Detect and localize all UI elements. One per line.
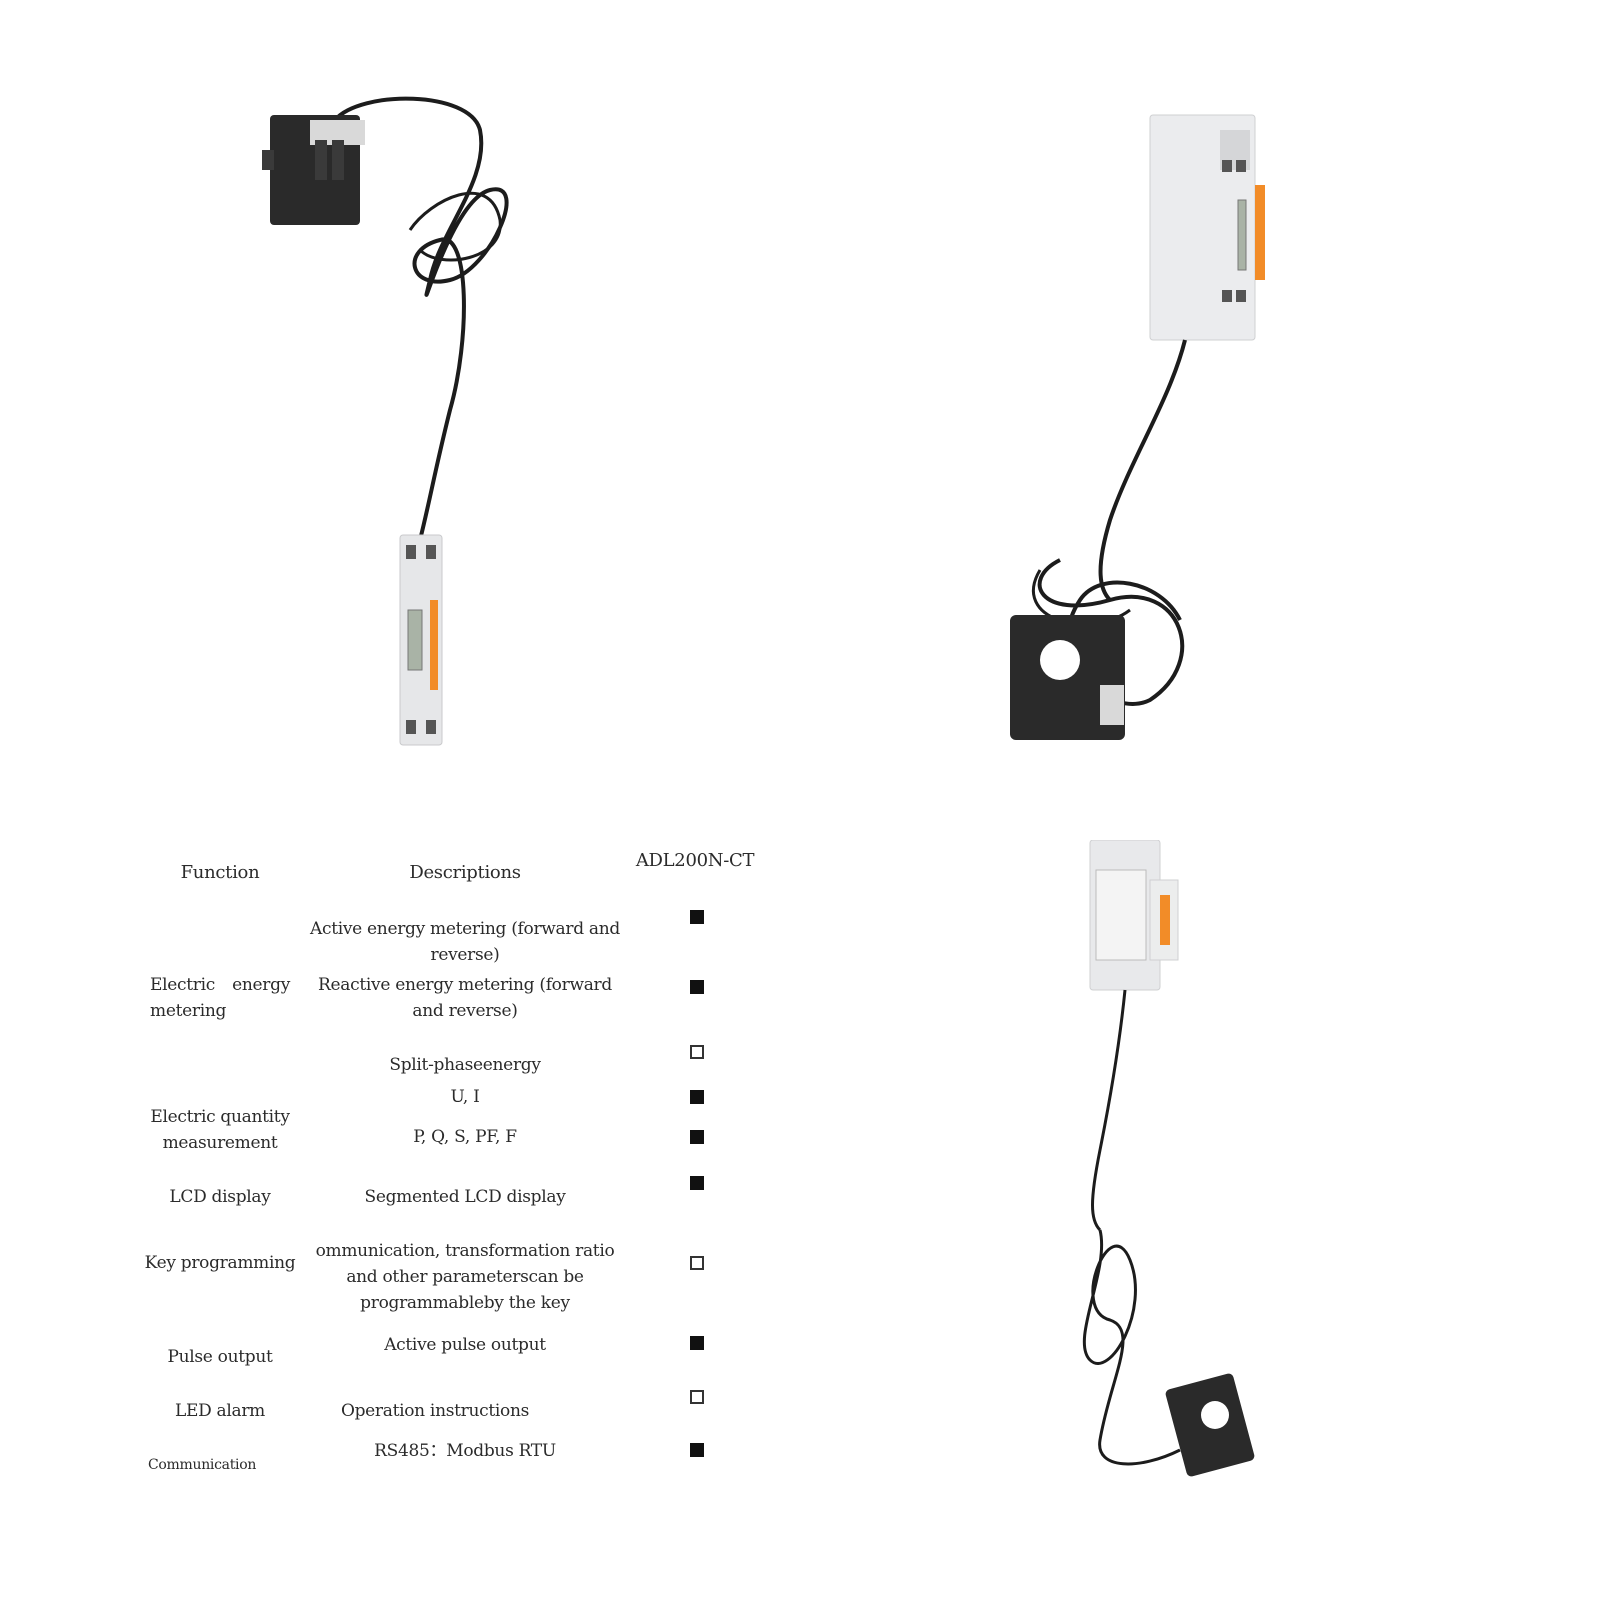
row-description: Split-phaseenergy (389, 1055, 541, 1075)
function-label: LCD display (169, 1187, 271, 1207)
column-header-model: ADL200N-CT (635, 850, 755, 871)
empty-square-icon (690, 1045, 704, 1059)
row-description: Operation instructions (340, 1401, 530, 1421)
filled-square-icon (690, 980, 704, 994)
function-label: Key programming (144, 1253, 296, 1273)
product-photo-top-left (240, 80, 580, 780)
column-header-function: Function (180, 862, 260, 883)
meter-with-ct-illustration (1082, 840, 1255, 1477)
filled-square-icon (690, 1176, 704, 1190)
function-label: LED alarm (175, 1401, 265, 1421)
din-rail-meter (1149, 114, 1265, 341)
filled-square-icon (690, 1336, 704, 1350)
din-rail-meter (399, 534, 443, 746)
function-label: Electric quantity measurement (150, 1107, 290, 1153)
filled-square-icon (690, 1130, 704, 1144)
current-transformer-clamp (262, 115, 365, 225)
empty-square-icon (690, 1390, 704, 1404)
row-description: U, I (450, 1087, 480, 1107)
column-header-descriptions: Descriptions (409, 862, 521, 883)
din-rail-meter (1089, 840, 1179, 991)
current-transformer-clamp (1010, 615, 1125, 740)
current-transformer-clamp (1165, 1373, 1255, 1477)
function-label: Pulse output (167, 1347, 273, 1367)
meter-with-ct-illustration (262, 96, 509, 746)
row-description: P, Q, S, PF, F (413, 1127, 517, 1147)
function-label: Communication (148, 1457, 257, 1473)
row-description: Active energy metering (forward and reve… (310, 919, 620, 965)
row-description: ommunication, transformation ratio and o… (315, 1241, 615, 1313)
filled-square-icon (690, 910, 704, 924)
function-label: Electric energy metering (150, 975, 290, 1021)
row-description: RS485：Modbus RTU (374, 1441, 556, 1461)
function-spec-table: Function Descriptions ADL200N-CT Electri… (140, 850, 780, 1520)
filled-square-icon (690, 1090, 704, 1104)
row-description: Segmented LCD display (364, 1187, 566, 1207)
row-description: Active pulse output (384, 1335, 546, 1355)
meter-with-ct-illustration (1010, 114, 1265, 740)
filled-square-icon (690, 1443, 704, 1457)
row-description: Reactive energy metering (forward and re… (318, 975, 612, 1021)
empty-square-icon (690, 1256, 704, 1270)
product-photo-top-right (1000, 100, 1320, 780)
product-photo-bottom-right (1080, 840, 1320, 1540)
